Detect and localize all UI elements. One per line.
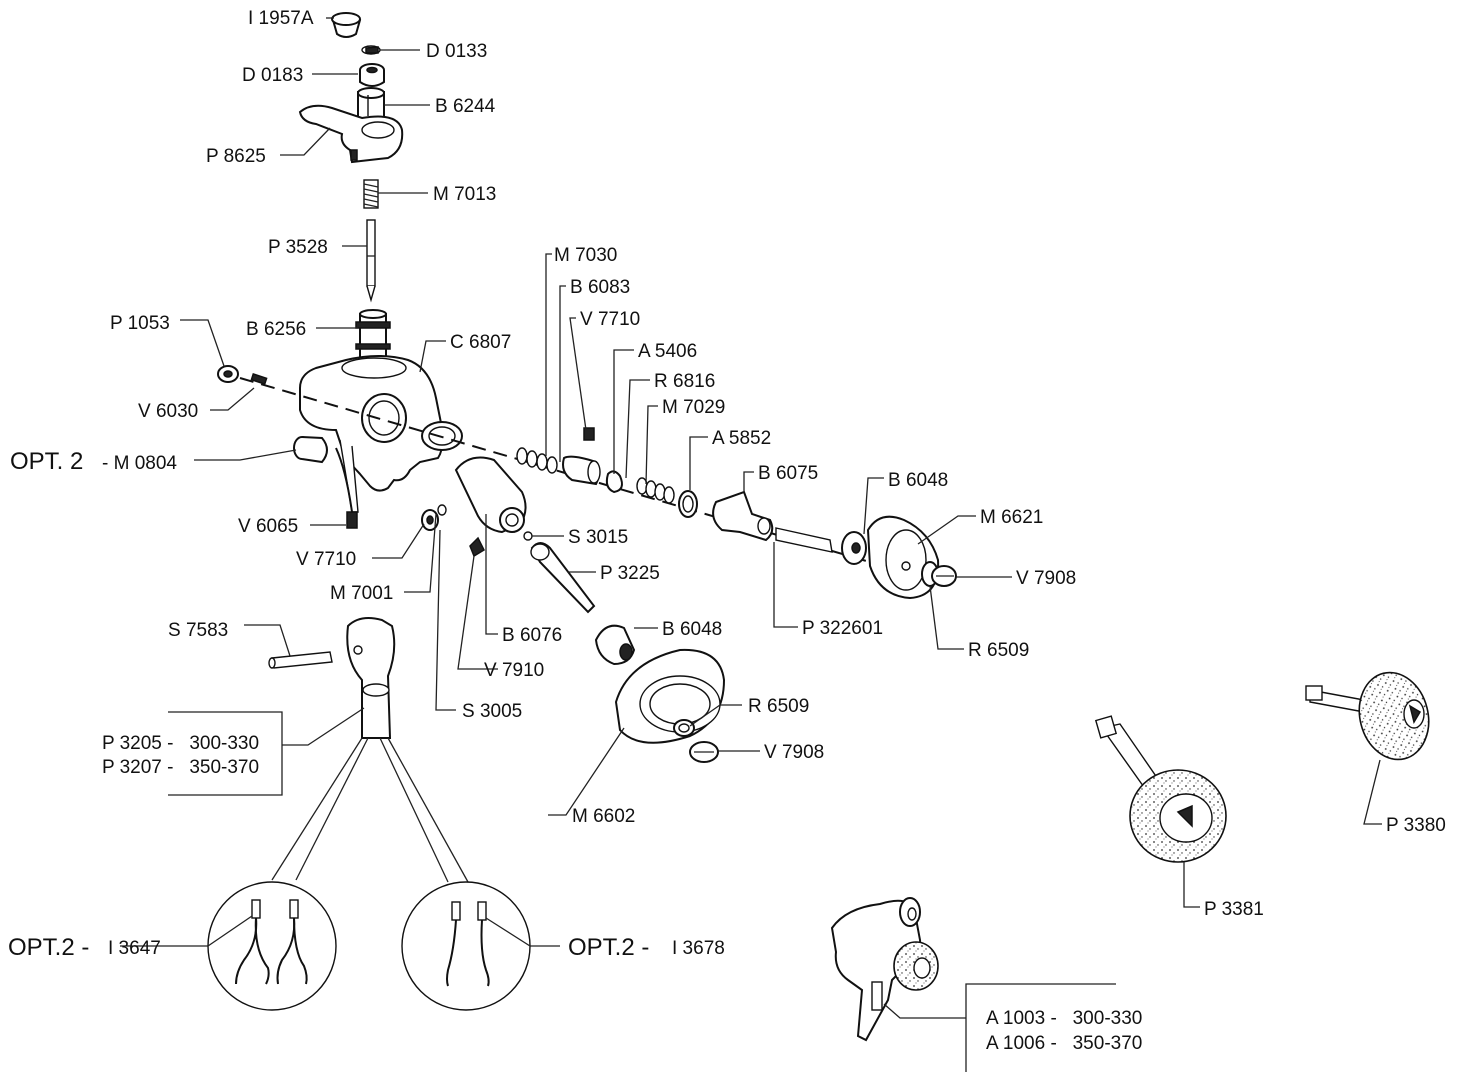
label-m6621: M 6621 bbox=[980, 507, 1043, 528]
label-m7029: M 7029 bbox=[662, 397, 725, 418]
label-p3205: P 3205 - 300-330 bbox=[102, 733, 259, 754]
assembly-a1003-part bbox=[830, 897, 939, 1042]
label-s3005: S 3005 bbox=[462, 701, 522, 722]
label-d0133: D 0133 bbox=[426, 41, 487, 62]
clip-part bbox=[361, 45, 381, 55]
pin-p322601-part bbox=[775, 527, 833, 553]
label-opt2-left: OPT.2 - bbox=[8, 934, 89, 961]
grub-screw-part bbox=[583, 427, 595, 441]
screw-v7908-mid-part bbox=[689, 741, 719, 763]
label-p1053: P 1053 bbox=[110, 313, 170, 334]
label-b6048-mid: B 6048 bbox=[662, 619, 722, 640]
label-v6065: V 6065 bbox=[238, 516, 298, 537]
label-v7910: V 7910 bbox=[484, 660, 544, 681]
cable-v6065-part bbox=[335, 447, 353, 513]
label-v7710-mid: V 7710 bbox=[296, 549, 356, 570]
label-b6244: B 6244 bbox=[435, 96, 496, 117]
spring-m7029-part bbox=[636, 477, 675, 504]
knob-p3380-part bbox=[1305, 671, 1430, 761]
stud-s7583-part bbox=[268, 651, 333, 669]
label-p3528: P 3528 bbox=[268, 237, 328, 258]
label-b6256: B 6256 bbox=[246, 319, 306, 340]
label-m7013: M 7013 bbox=[433, 184, 496, 205]
label-p3380: P 3380 bbox=[1386, 815, 1446, 836]
fitting-b6075-part bbox=[712, 490, 774, 542]
leader-lines bbox=[120, 17, 1382, 1072]
bushing-b6083-part bbox=[562, 455, 601, 486]
knob-part bbox=[331, 12, 362, 38]
knob-p3381-part bbox=[1094, 715, 1227, 863]
label-p3207: P 3207 - 350-370 bbox=[102, 757, 259, 778]
label-v7908-top: V 7908 bbox=[1016, 568, 1076, 589]
bushing-b6048-top-part bbox=[841, 531, 867, 565]
cylinder-b6076-part bbox=[454, 456, 527, 534]
label-m0804: - M 0804 bbox=[102, 453, 177, 474]
label-a1006: A 1006 - 350-370 bbox=[986, 1033, 1142, 1054]
valve-body-part bbox=[299, 355, 463, 529]
label-p8625: P 8625 bbox=[206, 146, 266, 167]
label-i3678: I 3678 bbox=[672, 938, 725, 959]
spring-m7030-part bbox=[516, 447, 558, 474]
nut-v7710-mid-part bbox=[421, 504, 447, 531]
label-i1957a: I 1957A bbox=[248, 8, 314, 29]
spout-lines bbox=[271, 737, 469, 883]
label-opt2-m0804-prefix: OPT. 2 bbox=[10, 448, 83, 475]
label-s7583: S 7583 bbox=[168, 620, 228, 641]
pin-p3225-part bbox=[530, 542, 596, 614]
spring-part bbox=[363, 179, 379, 209]
sleeve-part bbox=[293, 436, 328, 464]
label-r6816: R 6816 bbox=[654, 371, 715, 392]
label-v6030: V 6030 bbox=[138, 401, 198, 422]
lever-part bbox=[298, 104, 404, 164]
knob-m6602-part bbox=[614, 648, 726, 744]
pin-part bbox=[366, 219, 376, 303]
assembly-axis-line bbox=[239, 377, 881, 566]
label-m7001: M 7001 bbox=[330, 583, 393, 604]
knob-m6621-part bbox=[866, 515, 940, 600]
label-b6048-top: B 6048 bbox=[888, 470, 948, 491]
label-p3225: P 3225 bbox=[600, 563, 660, 584]
ring-a5852-part bbox=[678, 490, 698, 518]
bushing-part bbox=[357, 87, 385, 119]
detail-circle-i3678 bbox=[401, 881, 531, 1011]
small-screw-part bbox=[217, 365, 268, 385]
label-p322601: P 322601 bbox=[802, 618, 883, 639]
screw-v7908-top-part bbox=[921, 561, 957, 587]
ball-s3015-part bbox=[523, 531, 533, 541]
label-v7710-top: V 7710 bbox=[580, 309, 640, 330]
label-b6083: B 6083 bbox=[570, 277, 630, 298]
label-r6509-top: R 6509 bbox=[968, 640, 1029, 661]
clip-a5406-part bbox=[605, 470, 623, 494]
label-a5852: A 5852 bbox=[712, 428, 771, 449]
label-c6807: C 6807 bbox=[450, 332, 511, 353]
label-m7030: M 7030 bbox=[554, 245, 617, 266]
label-a5406: A 5406 bbox=[638, 341, 697, 362]
label-r6509-mid: R 6509 bbox=[748, 696, 809, 717]
ring-r6509-mid-part bbox=[673, 719, 695, 737]
detail-circle-i3647 bbox=[207, 881, 337, 1011]
label-opt2-right: OPT.2 - bbox=[568, 934, 649, 961]
handle-p3205-part bbox=[346, 617, 396, 739]
label-a1003: A 1003 - 300-330 bbox=[986, 1008, 1142, 1029]
label-d0183: D 0183 bbox=[242, 65, 303, 86]
label-s3015: S 3015 bbox=[568, 527, 628, 548]
nut-part bbox=[359, 63, 385, 87]
label-m6602: M 6602 bbox=[572, 806, 635, 827]
label-i3647: I 3647 bbox=[108, 938, 161, 959]
label-b6076: B 6076 bbox=[502, 625, 562, 646]
label-v7908-mid: V 7908 bbox=[764, 742, 824, 763]
label-b6075: B 6075 bbox=[758, 463, 818, 484]
clip-v7910-part bbox=[469, 536, 485, 558]
bushing-b6048-mid-part bbox=[594, 624, 636, 666]
label-p3381: P 3381 bbox=[1204, 899, 1264, 920]
